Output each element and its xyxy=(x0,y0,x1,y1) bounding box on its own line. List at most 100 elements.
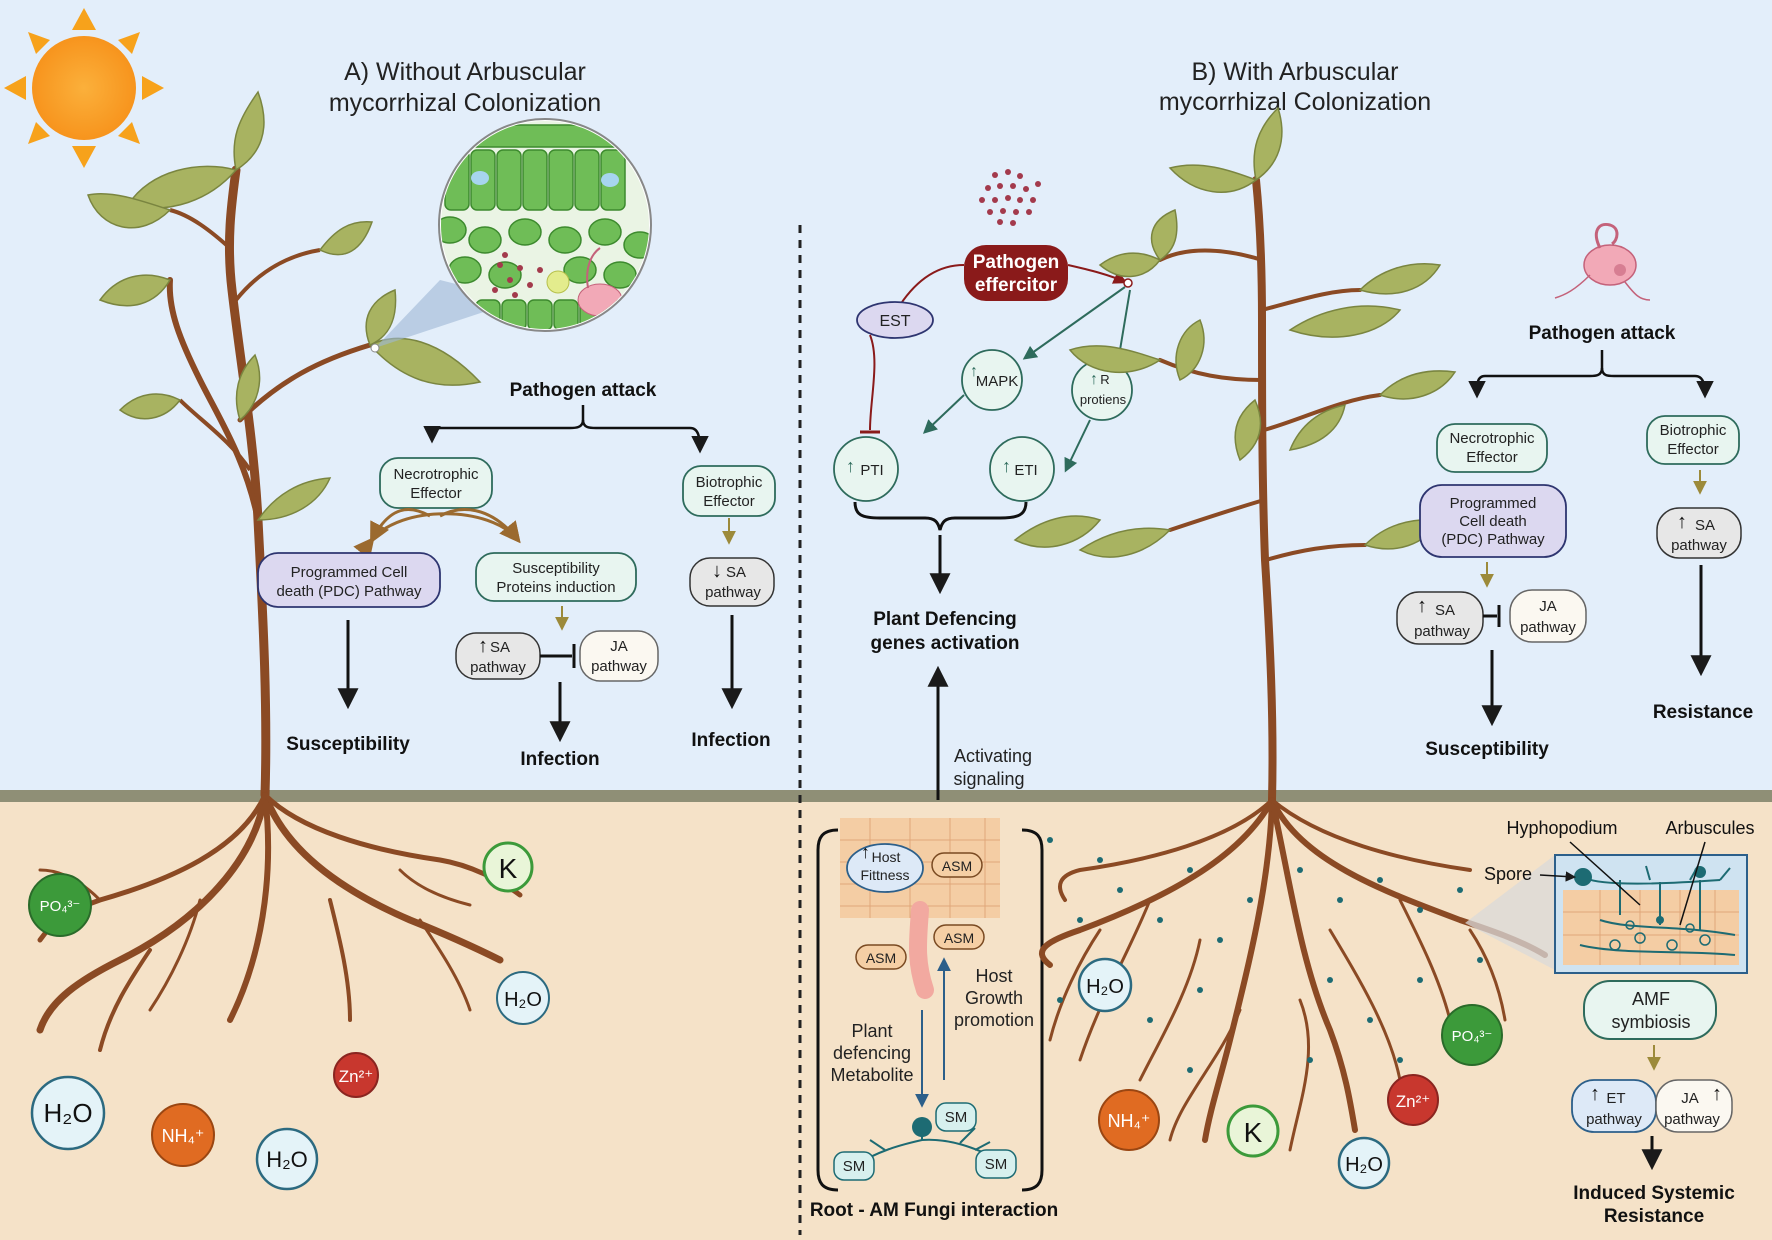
h2o-badge-a2: H₂O xyxy=(43,1098,92,1128)
k-badge-b: K xyxy=(1244,1117,1263,1148)
et-label1: ET xyxy=(1606,1090,1625,1107)
biotrophic-effector-box-b xyxy=(1646,415,1740,465)
susceptibility-proteins-box xyxy=(475,552,637,602)
r-proteins-label2: protiens xyxy=(1080,392,1127,407)
pcd-pathway-box-a xyxy=(257,552,441,608)
pti-circle xyxy=(833,436,899,502)
necrotrophic-label-a1: Necrotrophic xyxy=(393,466,479,483)
plant-def-label1: Plant xyxy=(851,1021,892,1041)
panel-a-title-line1: A) Without Arbuscular xyxy=(344,58,586,86)
host-growth-label2: Growth xyxy=(965,988,1023,1008)
arbuscules-label: Arbuscules xyxy=(1665,818,1754,838)
pcd-label-a1: Programmed Cell xyxy=(291,564,408,581)
hyphae-network xyxy=(849,1127,1001,1169)
eti-circle xyxy=(989,436,1055,502)
panel-a-title-line2: mycorrhizal Colonization xyxy=(329,89,601,117)
svg-text:↑: ↑ xyxy=(1002,456,1011,476)
activating-label1: Activating xyxy=(954,746,1032,766)
zn-badge-b: Zn²⁺ xyxy=(1396,1092,1430,1111)
ja-label-b1: JA xyxy=(1539,598,1557,615)
est-label: EST xyxy=(879,313,910,330)
susc-prot-label1: Susceptibility xyxy=(512,560,600,577)
pathogen-effector-label1: Pathogen xyxy=(973,252,1060,273)
svg-text:↑: ↑ xyxy=(1590,1083,1600,1105)
svg-text:↑: ↑ xyxy=(846,456,855,476)
k-badge-a: K xyxy=(499,853,518,884)
svg-text:↑: ↑ xyxy=(1712,1083,1722,1105)
mapk-label: MAPK xyxy=(976,373,1019,390)
amf-root-inset: Hyphopodium Arbuscules Spore xyxy=(1465,818,1755,974)
isr-label2: Resistance xyxy=(1604,1206,1704,1227)
h2o-badge-b2: H₂O xyxy=(1345,1154,1383,1176)
zn-badge-a: Zn²⁺ xyxy=(339,1067,373,1086)
plant-a xyxy=(36,90,523,1052)
bio-sa-label-b1: SA xyxy=(1695,517,1715,534)
susceptibility-label-a: Susceptibility xyxy=(286,734,410,755)
plant-b xyxy=(1013,106,1548,1152)
asm-label-1: ASM xyxy=(942,858,972,874)
sm-badge-1 xyxy=(935,1102,977,1132)
nutrients-b: H₂O PO₄³⁻ Zn²⁺ NH₄⁺ K H₂O xyxy=(1077,957,1503,1190)
ja-isr-label2: pathway xyxy=(1664,1111,1720,1128)
svg-text:↑: ↑ xyxy=(1417,595,1427,617)
bio-sa-label2: pathway xyxy=(705,584,761,601)
sun-icon xyxy=(4,8,164,168)
plant-defence-label1: Plant Defencing xyxy=(873,609,1017,630)
pathogen-effector-label2: effercitor xyxy=(975,275,1058,296)
biotrophic-label-b2: Effector xyxy=(1667,441,1718,458)
pcd-label-b1: Programmed xyxy=(1450,495,1537,512)
biotrophic-label-a2: Effector xyxy=(703,493,754,510)
biotrophic-label-a1: Biotrophic xyxy=(696,474,763,491)
svg-text:↓: ↓ xyxy=(712,560,722,582)
h2o-badge-a1: H₂O xyxy=(504,989,542,1011)
bio-sa-label1: SA xyxy=(726,564,746,581)
asm-badge-1 xyxy=(931,852,983,878)
host-fitness-label1: Host xyxy=(872,849,901,865)
asm-badge-2 xyxy=(933,924,985,950)
necrotrophic-label-b1: Necrotrophic xyxy=(1449,430,1535,447)
asm-badge-3 xyxy=(855,944,907,970)
svg-text:↑: ↑ xyxy=(1677,511,1687,533)
svg-text:↑: ↑ xyxy=(1090,371,1098,388)
host-fitness-box xyxy=(846,843,924,893)
ja-label-a1: JA xyxy=(610,638,628,655)
middle-signaling: Pathogen effercitor EST ↑ MAPK ↑ R proti… xyxy=(833,169,1133,800)
panel-b-title-line2: mycorrhizal Colonization xyxy=(1159,88,1431,116)
pcd-label-a2: death (PDC) Pathway xyxy=(276,583,422,600)
mapk-circle xyxy=(961,349,1023,411)
ja-label-a2: pathway xyxy=(591,658,647,675)
ja-pathway-box-b xyxy=(1509,589,1587,643)
host-fitness-label2: Fittness xyxy=(860,867,909,883)
asm-label-3: ASM xyxy=(866,950,896,966)
svg-text:↑: ↑ xyxy=(478,635,488,657)
necrotrophic-label-a2: Effector xyxy=(410,485,461,502)
infection-label-right: Infection xyxy=(691,730,770,751)
eti-label: ETI xyxy=(1014,462,1037,479)
ground-line xyxy=(0,790,1772,802)
amf-label1: AMF xyxy=(1632,989,1670,1009)
pathogen-particles xyxy=(979,169,1041,226)
sm-badge-2 xyxy=(833,1151,875,1181)
pcd-pathway-box-b xyxy=(1419,484,1567,558)
sa-label-a2: pathway xyxy=(470,659,526,676)
sm-label-2: SM xyxy=(843,1158,866,1175)
sa-pathway-box-b xyxy=(1396,591,1484,645)
r-proteins-label1: R xyxy=(1100,372,1109,387)
infection-label-mid: Infection xyxy=(520,749,599,770)
spore-icon-mid xyxy=(912,1117,932,1137)
plant-def-label2: defencing xyxy=(833,1043,911,1063)
sa-pathway-box-bio-a xyxy=(689,557,775,607)
sa-pathway-box-bio-b xyxy=(1656,507,1742,559)
pathogen-cell-icon-b xyxy=(1554,222,1651,301)
amf-symbiosis-box xyxy=(1583,980,1717,1040)
sm-label-1: SM xyxy=(945,1109,968,1126)
pcd-label-b2: Cell death xyxy=(1459,513,1527,530)
sa-label-b2: pathway xyxy=(1414,623,1470,640)
pathogen-attack-label-a: Pathogen attack xyxy=(510,380,657,401)
sa-label-a1: SA xyxy=(490,639,510,656)
bio-sa-label-b2: pathway xyxy=(1671,537,1727,554)
est-box xyxy=(856,301,934,339)
spore-label: Spore xyxy=(1484,864,1532,884)
